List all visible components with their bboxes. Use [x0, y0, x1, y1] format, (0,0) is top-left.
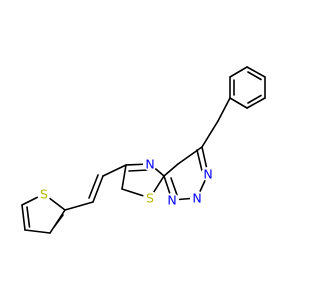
canvas-background	[0, 0, 300, 300]
atom-n-triazole-top: N	[201, 167, 215, 182]
atom-n-thiadiazole: N	[143, 157, 157, 172]
molecule-structure: N N N N S S	[0, 0, 300, 300]
atom-s-label: S	[146, 191, 154, 206]
bond-phenyl-1	[229, 66, 248, 78]
atom-s-label: S	[40, 187, 48, 202]
bond-thiophene-3	[21, 204, 26, 231]
atom-n-triazole-bottom-left: N	[165, 193, 179, 208]
bond-phenyl-4	[246, 97, 266, 109]
atom-s-thiophene: S	[37, 187, 51, 202]
bond-phenyl-2	[246, 66, 266, 78]
atom-n-label: N	[203, 167, 212, 182]
bond-triazole-1b	[196, 149, 204, 174]
bond-thiophene-3b	[26, 206, 31, 228]
bond-thiadiazole-4b	[128, 169, 149, 172]
atom-n-label: N	[192, 191, 201, 206]
atom-labels: N N N N S S	[37, 157, 215, 208]
atom-n-label: N	[167, 193, 176, 208]
atom-s-thiadiazole: S	[143, 191, 157, 206]
bond-ethyl-2	[201, 120, 219, 148]
bond-phenyl-inner-2	[247, 94, 262, 104]
bond-triazole-5	[163, 163, 179, 177]
bond-triazole-4b	[170, 177, 178, 196]
bond-triazole-6	[177, 146, 203, 165]
atom-n-triazole-bottom-right: N	[190, 191, 204, 206]
bond-vinyl-3	[64, 201, 94, 211]
bond-thiophene-5b	[53, 214, 64, 228]
bond-vinyl-1	[102, 164, 127, 177]
atom-n-label: N	[145, 157, 154, 172]
bond-vinyl-2	[92, 175, 104, 203]
bond-ethyl-1	[217, 97, 231, 122]
bond-vinyl-2b	[88, 174, 99, 199]
bond-thiadiazole-3	[121, 164, 127, 190]
bond-thiophene-4	[24, 229, 51, 234]
bond-phenyl-inner-1	[247, 71, 262, 81]
bond-phenyl-5	[229, 97, 248, 109]
